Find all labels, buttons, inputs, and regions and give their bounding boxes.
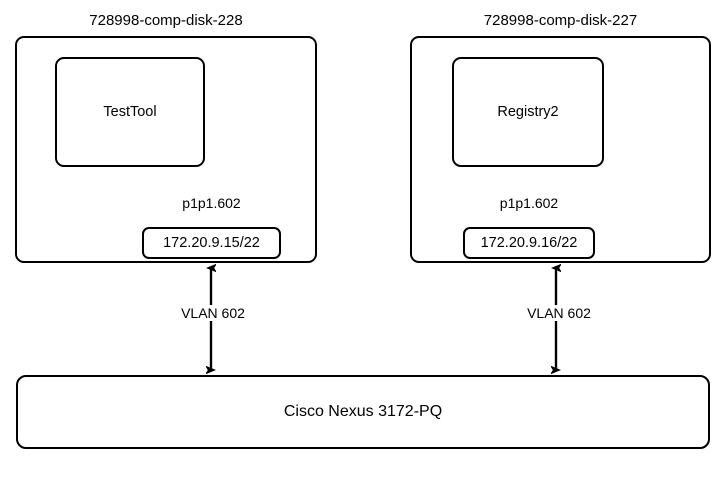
host-title-left: 728998-comp-disk-228 <box>89 12 243 29</box>
switch-label: Cisco Nexus 3172-PQ <box>283 403 443 420</box>
interface-label-right: p1p1.602 <box>499 195 559 211</box>
app-label-left: TestTool <box>103 103 157 120</box>
vlan-label-right: VLAN 602 <box>506 305 612 321</box>
ip-label-left: 172.20.9.15/22 <box>163 234 260 251</box>
app-label-right: Registry2 <box>497 103 559 120</box>
app-box-testtool[interactable]: TestTool <box>55 57 205 167</box>
ip-label-right: 172.20.9.16/22 <box>480 234 578 251</box>
switch-box[interactable]: Cisco Nexus 3172-PQ <box>16 375 710 449</box>
app-box-registry2[interactable]: Registry2 <box>452 57 604 167</box>
host-title-right: 728998-comp-disk-227 <box>483 12 638 29</box>
ip-box-left[interactable]: 172.20.9.15/22 <box>142 227 281 259</box>
ip-box-right[interactable]: 172.20.9.16/22 <box>463 227 595 259</box>
vlan-label-left: VLAN 602 <box>160 305 266 321</box>
interface-label-left: p1p1.602 <box>182 195 241 211</box>
